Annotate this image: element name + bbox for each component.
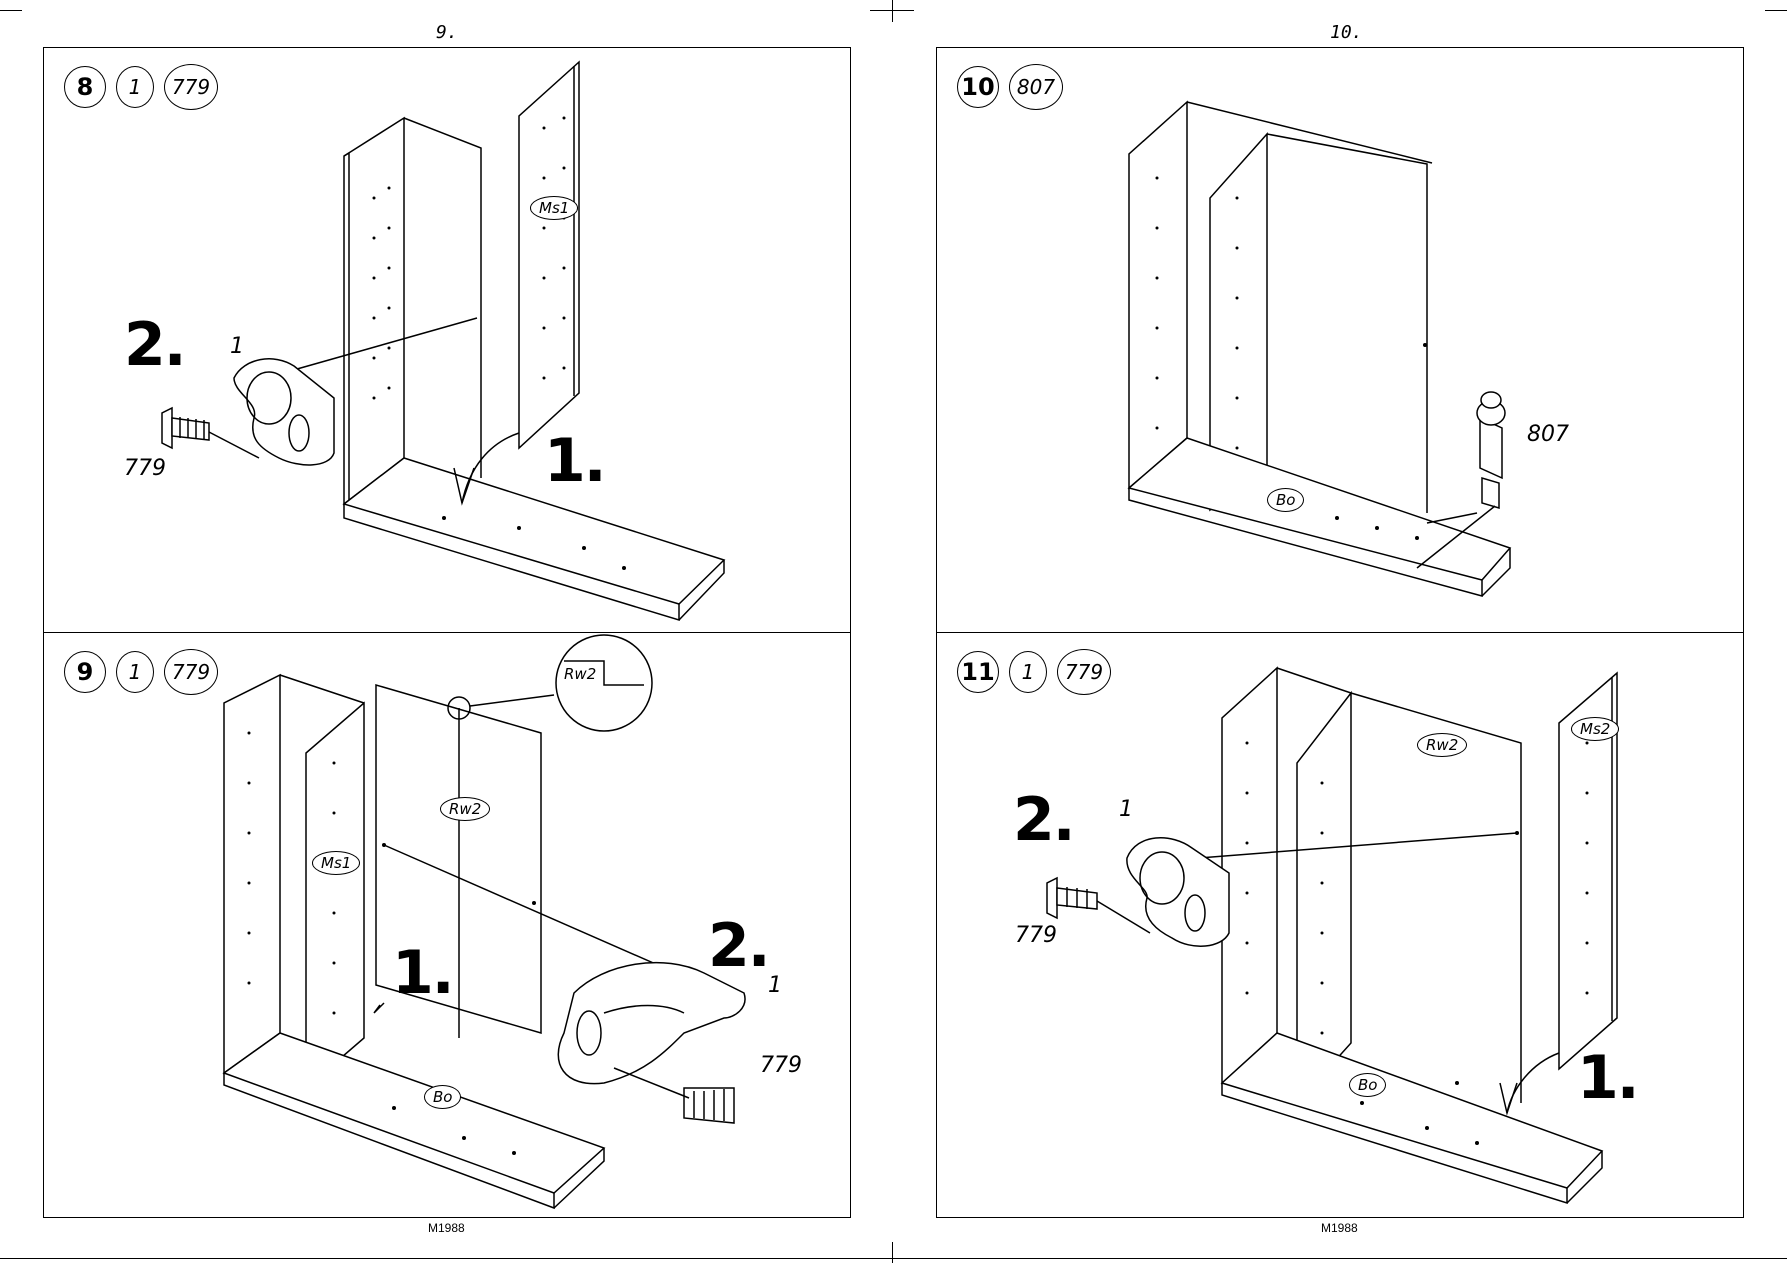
footer-code-right: M1988 — [1321, 1221, 1358, 1235]
step-number-badge: 11 — [957, 651, 999, 693]
step-10-drawing — [1127, 100, 1512, 597]
bottom-rule — [0, 1258, 1787, 1259]
detail-tag: Rw2 — [564, 665, 597, 683]
step-number-badge: 9 — [64, 651, 106, 693]
step-11-drawing — [1046, 666, 1618, 1205]
step-9-panel: 9 1 779 1. 2. 1 — [43, 632, 851, 1218]
step-11-panel: 11 1 779 2. 1. 1 779 — [936, 632, 1744, 1218]
step-9-header: 9 1 779 — [64, 649, 218, 695]
screw-label: 779 — [124, 456, 166, 481]
part-badge: 779 — [164, 64, 218, 110]
back-panel-tag: Rw2 — [1417, 733, 1468, 757]
crop-mark-top — [892, 0, 893, 22]
sub-step-label: 1. — [1577, 1043, 1640, 1113]
crop-mark-bottom — [892, 1242, 893, 1263]
bottom-tag: Bo — [1349, 1073, 1387, 1097]
sub-step-label: 1. — [392, 938, 455, 1008]
part-badge: 779 — [164, 649, 218, 695]
sub-step-label: 1. — [544, 426, 607, 496]
sub-step-label: 2. — [708, 911, 771, 981]
sub-step-label: 2. — [124, 310, 187, 380]
screw-label: 779 — [1015, 923, 1057, 948]
part-badge: 1 — [116, 66, 154, 108]
crop-mark-right — [1765, 10, 1787, 11]
part-badge: 779 — [1057, 649, 1111, 695]
crop-mark-top-h — [870, 10, 914, 11]
connector-label: 1 — [1119, 797, 1133, 822]
bottom-tag: Bo — [424, 1085, 462, 1109]
step-8-panel: 8 1 779 — [43, 47, 851, 633]
screw-label: 779 — [760, 1053, 802, 1078]
dowel-label: 807 — [1527, 422, 1569, 447]
step-number-badge: 10 — [957, 66, 999, 108]
panel-tag: Ms2 — [1571, 717, 1620, 741]
part-badge: 1 — [1009, 651, 1047, 693]
page-number-right: 10. — [1330, 22, 1363, 43]
step-8-drawing — [161, 60, 726, 622]
bottom-tag: Bo — [1267, 488, 1305, 512]
panel-tag: Ms1 — [312, 851, 361, 875]
footer-code-left: M1988 — [428, 1221, 465, 1235]
back-panel-tag: Rw2 — [440, 797, 491, 821]
step-8-header: 8 1 779 — [64, 64, 218, 110]
page-number-left: 9. — [436, 22, 458, 43]
connector-label: 1 — [230, 334, 244, 359]
step-number-badge: 8 — [64, 66, 106, 108]
step-9-drawing — [222, 634, 746, 1210]
step-11-header: 11 1 779 — [957, 649, 1111, 695]
panel-tag: Ms1 — [530, 196, 579, 220]
part-badge: 1 — [116, 651, 154, 693]
step-10-header: 10 807 — [957, 64, 1063, 110]
step-10-panel: 10 807 807 Bo — [936, 47, 1744, 633]
connector-label: 1 — [768, 973, 782, 998]
crop-mark-left — [0, 10, 22, 11]
sub-step-label: 2. — [1013, 785, 1076, 855]
part-badge: 807 — [1009, 64, 1063, 110]
